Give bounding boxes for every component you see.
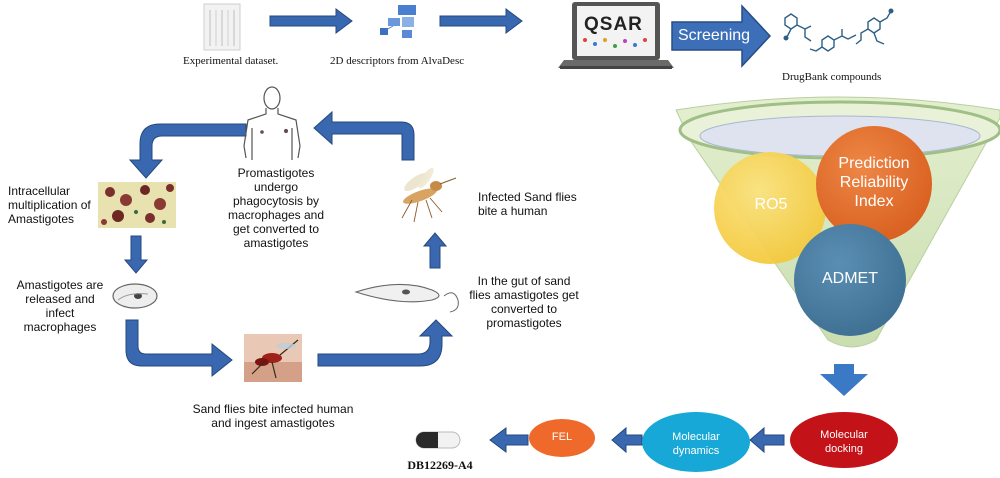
experimental-dataset-label: Experimental dataset. (183, 55, 279, 67)
screening-label: Screening (678, 27, 751, 44)
amastigotes-released-label: Amastigotes are released and infect macr… (16, 278, 104, 334)
capsule-pill-icon (415, 431, 461, 449)
dynamics-to-fel-arrow-icon (611, 426, 643, 454)
ro5-label: RO5 (754, 196, 788, 213)
sandfly-icon (401, 167, 457, 223)
cycle-arrow-left-down-icon (123, 235, 149, 274)
funnel-down-arrow-icon (820, 364, 868, 396)
hit-compound-label: DB12269-A4 (407, 458, 473, 472)
pri-label: Prediction Reliability Index (838, 155, 910, 210)
amastigote-cell-icon (112, 283, 158, 309)
gut-conversion-label: In the gut of sand flies amastigotes get… (469, 274, 579, 330)
intracellular-multiplication-label: Intracellular multiplication of Amastigo… (8, 184, 91, 226)
dynamics-ellipse-icon (642, 412, 750, 472)
descriptors-blocks-icon (380, 5, 416, 38)
laptop-icon (558, 2, 674, 69)
cycle-arrow-left-top-icon (128, 123, 247, 179)
screening-arrow-icon (671, 4, 772, 68)
promastigotes-phagocytosis-label: Promastigotes undergo phagocytosis by ma… (227, 166, 325, 250)
macrophage-micrograph-icon (98, 182, 176, 228)
docking-ellipse-icon (790, 412, 898, 468)
sandflies-bite-label: Sand flies bite infected human and inges… (192, 402, 354, 430)
pri-sphere-icon (816, 126, 932, 242)
fel-to-hit-arrow-icon (489, 427, 529, 453)
human-figure-icon (243, 86, 301, 160)
fel-ellipse-icon (529, 419, 595, 457)
drugbank-label: DrugBank compounds (782, 71, 882, 83)
cycle-arrow-bottom-left-icon (125, 319, 233, 378)
admet-sphere-icon (794, 224, 906, 336)
cycle-arrow-right-up-icon (422, 232, 448, 269)
cycle-arrow-top-icon (313, 110, 415, 161)
fel-label: FEL (551, 431, 573, 443)
descriptors-label: 2D descriptors from AlvaDesc (330, 55, 465, 67)
arrow-dataset-to-descriptors-icon (269, 8, 353, 34)
promastigote-icon (354, 283, 459, 313)
docking-to-dynamics-arrow-icon (749, 426, 785, 454)
docking-label: Molecular docking (820, 429, 868, 455)
arrow-descriptors-to-qsar-icon (439, 8, 523, 34)
mosquito-bite-image-icon (244, 334, 302, 382)
infected-sandflies-label: Infected Sand flies bite a human (478, 190, 577, 218)
qsar-screen-text: QSAR (584, 14, 643, 35)
ro5-sphere-icon (714, 152, 826, 264)
dataset-image-icon (203, 3, 241, 51)
admet-label: ADMET (822, 270, 878, 287)
cycle-arrow-bottom-right-icon (317, 319, 454, 367)
dynamics-label: Molecular dynamics (672, 431, 720, 457)
drugbank-molecules-icon (783, 8, 894, 52)
